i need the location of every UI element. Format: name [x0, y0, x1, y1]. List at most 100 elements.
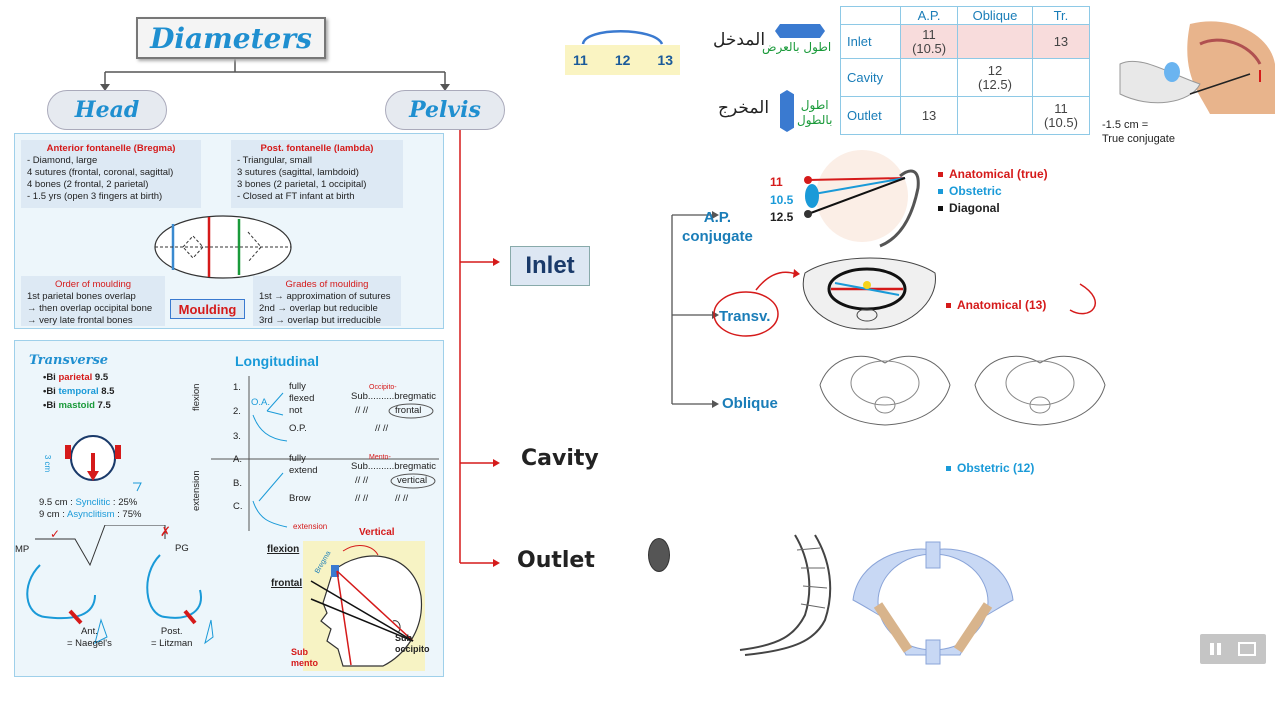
ap-val-12-5: 12.5 — [770, 210, 794, 224]
order-line: → then overlap occipital bone — [27, 303, 153, 314]
transverse-heading: Transverse — [29, 353, 109, 368]
arc-numbers-bg — [565, 45, 680, 75]
flex-row-3: 3. — [233, 431, 241, 442]
fully-extend-label: fully extend — [289, 453, 318, 476]
video-controls[interactable] — [1200, 634, 1266, 664]
grades-title: Grades of moulding — [285, 279, 369, 290]
ext-row-a: A. — [233, 454, 242, 465]
legend-item-anatomical: Anatomical (true) — [938, 166, 1048, 183]
post-font-line: - Closed at FT infant at birth — [237, 191, 355, 202]
transv-note: Anatomical (13) — [946, 298, 1046, 312]
legend-item-diagonal: Diagonal — [938, 200, 1048, 217]
outlet-pelvis-diagram — [852, 541, 1014, 665]
table-cell — [957, 24, 1033, 59]
diameters-table: A.P. Oblique Tr. Inlet 11 (10.5) 13 Cavi… — [840, 6, 1091, 135]
table-row: Outlet 13 11 (10.5) — [840, 96, 1091, 135]
oa-label: O.A. — [251, 397, 271, 408]
posterior-fontanelle-card: Post. fontanelle (lambda) - Triangular, … — [231, 140, 403, 208]
mento-label: Mento- — [369, 454, 391, 461]
ext-row-c: C. — [233, 501, 243, 512]
bi-diameters-list: •Bi parietal 9.5 •Bi temporal 8.5 •Bi ma… — [43, 371, 114, 413]
pause-icon-bar — [1217, 643, 1221, 655]
ant-font-line: 4 sutures (frontal, coronal, sagittal) — [27, 167, 174, 178]
grades-moulding-card: Grades of moulding 1st → approximation o… — [253, 276, 401, 326]
arabic-inlet-note: اطول بالعرض — [762, 40, 832, 54]
table-row: Cavity 12 (12.5) — [840, 58, 1091, 97]
table-cell: 11 (10.5) — [1031, 96, 1091, 135]
table-row-header: Outlet — [840, 96, 901, 135]
page-title: Diameters — [150, 21, 312, 55]
head-label: Head — [74, 97, 140, 123]
arc-num-11: 11 — [573, 52, 588, 68]
svg-text:✗: ✗ — [160, 525, 171, 539]
post-font-line: - Triangular, small — [237, 155, 312, 166]
head-cloud: Head — [47, 90, 167, 130]
fontanelle-panel: Anterior fontanelle (Bregma) - Diamond, … — [14, 133, 444, 329]
cavity-label: Cavity — [521, 446, 599, 471]
ant-font-line: 4 bones (2 frontal, 2 parietal) — [27, 179, 149, 190]
slashes-2: // // — [375, 423, 389, 434]
post-font-line: 3 bones (2 parietal, 1 occipital) — [237, 179, 367, 190]
oblique-label: Oblique — [722, 395, 778, 412]
ap-legend: Anatomical (true) Obstetric Diagonal — [938, 166, 1048, 217]
table-cell: 13 — [899, 96, 959, 135]
order-moulding-card: Order of moulding 1st parietal bones ove… — [21, 276, 165, 326]
true-conjugate-note: -1.5 cm = True conjugate — [1102, 119, 1175, 145]
submento-label: Sub mento — [291, 647, 318, 668]
inlet-box: Inlet — [510, 246, 590, 286]
moulding-box: Moulding — [170, 299, 245, 319]
arc-num-12: 12 — [614, 52, 631, 68]
table-cell — [957, 96, 1033, 135]
table-col-header: Oblique — [957, 6, 1033, 25]
vertical-hexagon-icon — [780, 90, 794, 132]
flex-row-2: 2. — [233, 406, 241, 417]
table-header-row: A.P. Oblique Tr. — [840, 6, 1091, 25]
suboccipito-label: Sub occipito — [395, 633, 430, 654]
vertical-arrow-label: Vertical — [359, 527, 395, 538]
slashes-3: // // — [355, 475, 369, 486]
outlet-oval-icon — [648, 538, 670, 572]
longitudinal-tree — [211, 376, 439, 531]
order-line: 1st parietal bones overlap — [27, 291, 136, 302]
synclitic-row: 9.5 cm : Synclitic : 25% — [39, 497, 138, 508]
grades-line: 2nd → overlap but reducible — [259, 303, 378, 314]
table-row: Inlet 11 (10.5) 13 — [840, 24, 1091, 59]
not-label: not — [289, 405, 303, 416]
arabic-outlet-word: المخرج — [718, 98, 770, 118]
longitudinal-heading: Longitudinal — [235, 353, 319, 369]
pelvis-cloud: Pelvis — [385, 90, 505, 130]
bi-temporal-row: •Bi temporal 8.5 — [43, 386, 115, 397]
sub-bregmatic-1: Sub..........bregmatic — [351, 391, 437, 402]
arc-num-13: 13 — [657, 52, 673, 68]
frontal-text: frontal — [271, 578, 303, 589]
extension-label: extension — [191, 470, 202, 511]
extension-arrow-label: extension — [293, 522, 328, 531]
oblique-pelvis-diagrams — [819, 355, 1106, 426]
arc-diagram — [581, 30, 664, 45]
table-corner — [840, 6, 901, 25]
skull-top-diagram — [154, 215, 292, 279]
table-row-header: Cavity — [840, 58, 901, 97]
transv-annotations — [713, 269, 1096, 337]
ant-font-line: - Diamond, large — [27, 155, 98, 166]
post-font-line: 3 sutures (sagittal, lambdoid) — [237, 167, 359, 178]
pause-icon[interactable] — [1210, 643, 1214, 655]
svg-text:✓: ✓ — [50, 527, 60, 541]
3cm-label: 3 cm — [43, 454, 53, 473]
picture-icon[interactable] — [1238, 642, 1256, 656]
grades-line: 3rd → overlap but irreducible — [259, 315, 381, 326]
naegel-label: Ant.= Naegel's — [67, 626, 112, 649]
flexion-text: flexion — [267, 544, 300, 555]
legend-item-obstetric: Obstetric — [938, 183, 1048, 200]
ap-val-10-5: 10.5 — [770, 193, 794, 207]
occipito-label: Occipito- — [369, 384, 397, 391]
table-col-header: Tr. — [1031, 6, 1091, 25]
table-row-header: Inlet — [840, 24, 901, 59]
moulding-label: Moulding — [178, 301, 237, 317]
arabic-inlet-word: المدخل — [713, 30, 766, 50]
asynclitism-row: 9 cm : Asynclitism : 75% — [39, 509, 142, 520]
title-box: Diameters — [136, 17, 326, 59]
sub-bregmatic-2: Sub..........bregmatic — [351, 461, 437, 472]
inlet-pelvis-diagram — [802, 257, 936, 330]
